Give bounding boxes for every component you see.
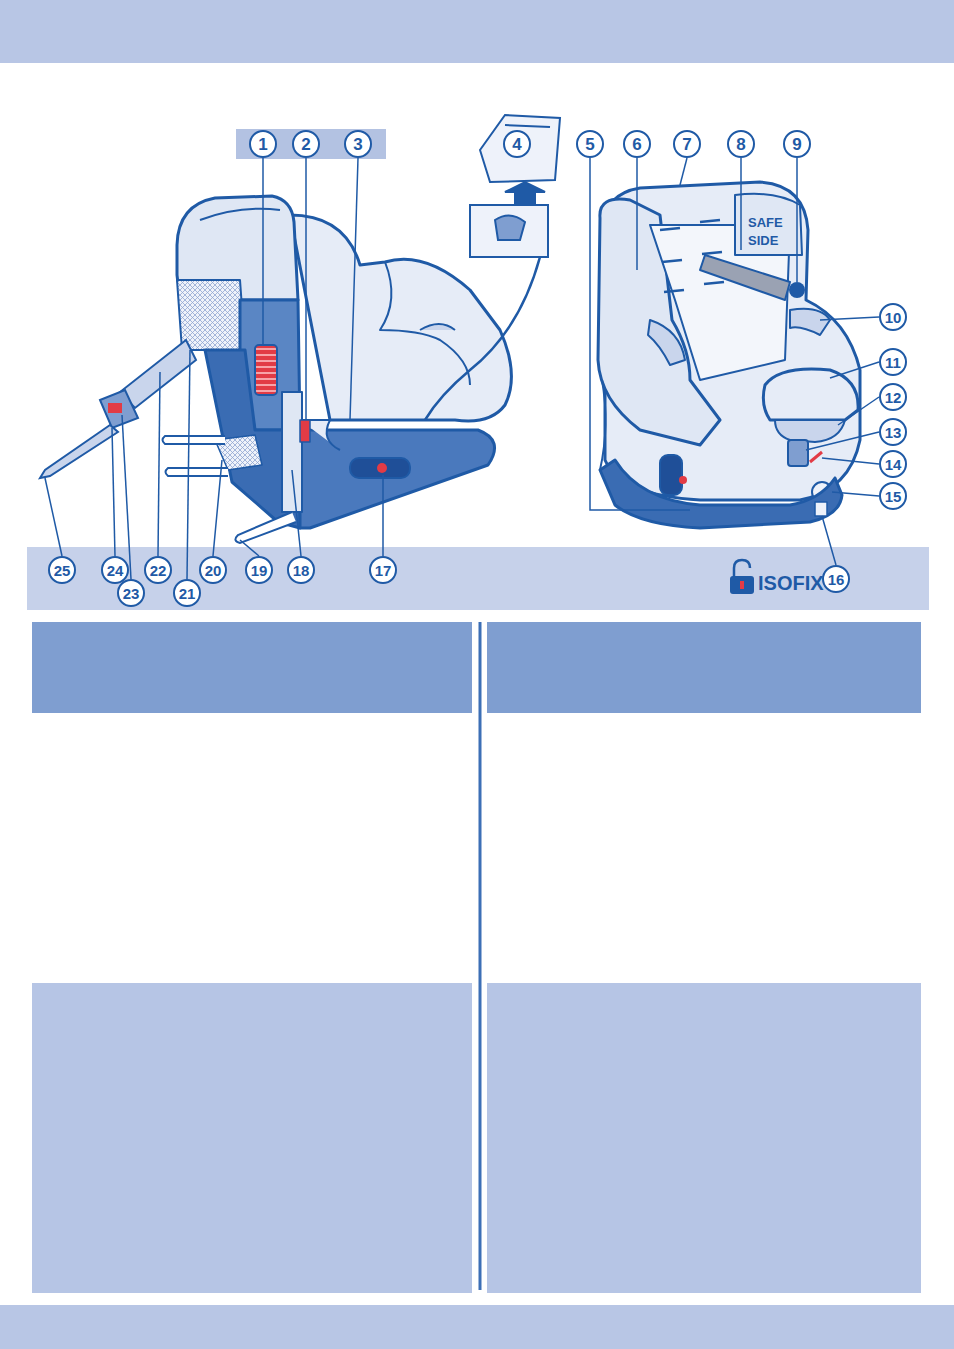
rear-seat: [177, 196, 511, 528]
top-bar: [0, 0, 954, 63]
callout-number: 21: [173, 579, 201, 607]
callout-number: 11: [879, 348, 907, 376]
callout-number: 8: [727, 130, 755, 158]
callout-number: 2: [292, 130, 320, 158]
callout-number: 22: [144, 556, 172, 584]
callout-number: 9: [783, 130, 811, 158]
callout-strip: [236, 129, 386, 159]
callout-number: 23: [117, 579, 145, 607]
tether-strap: [40, 340, 196, 478]
callout-number: 20: [199, 556, 227, 584]
callout-number: 25: [48, 556, 76, 584]
panel-box: [487, 983, 921, 1293]
callout-number: 4: [503, 130, 531, 158]
callout-number: 15: [879, 482, 907, 510]
callout-number: 5: [576, 130, 604, 158]
callout-number: 13: [879, 418, 907, 446]
callout-number: 17: [369, 556, 397, 584]
label-text: SIDE: [748, 234, 778, 247]
callout-number: 10: [879, 303, 907, 331]
divider: [479, 622, 482, 1290]
callout-number: 19: [245, 556, 273, 584]
callout-number: 18: [287, 556, 315, 584]
callout-number: 16: [822, 565, 850, 593]
callout-number: 12: [879, 383, 907, 411]
isofix-arms: [163, 436, 297, 543]
callout-number: 14: [879, 450, 907, 478]
panel-header: [32, 622, 472, 713]
panel-box: [32, 983, 472, 1293]
callout-band: [27, 547, 929, 610]
padlock-icon: [730, 560, 754, 594]
callout-number: 1: [249, 130, 277, 158]
bottom-bar: [0, 1305, 954, 1349]
manual-booklet: [425, 115, 560, 420]
callout-number: 6: [623, 130, 651, 158]
callout-number: 3: [344, 130, 372, 158]
label-text: SAFE: [748, 216, 783, 229]
leader-lines: [45, 158, 879, 579]
callout-number: 7: [673, 130, 701, 158]
label-text: ISOFIX: [758, 573, 824, 593]
panel-header: [487, 622, 921, 713]
